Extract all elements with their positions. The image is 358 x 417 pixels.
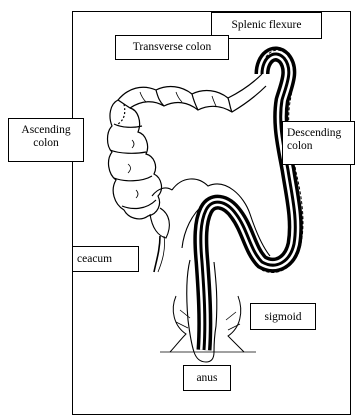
label-anus: anus — [183, 365, 231, 391]
label-ascending-colon: Ascending colon — [8, 118, 84, 162]
transverse-colon-shape — [118, 74, 266, 112]
label-ceacum: ceacum — [72, 246, 139, 272]
ascending-colon-shape — [108, 100, 162, 219]
label-sigmoid: sigmoid — [250, 303, 316, 330]
label-descending-colon: Descending colon — [282, 121, 355, 165]
label-transverse-colon: Transverse colon — [115, 35, 229, 60]
cecum-shape — [150, 188, 172, 272]
